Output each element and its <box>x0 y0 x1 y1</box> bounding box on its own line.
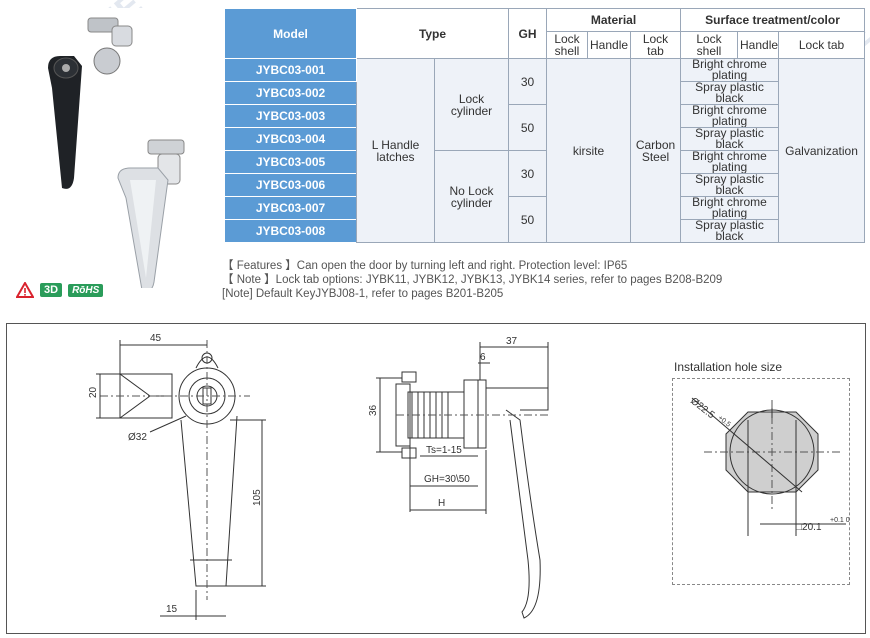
dim-20: 20 <box>88 386 99 398</box>
header-lock-tab: Lock tab <box>629 31 682 59</box>
notes: 【 Features 】Can open the door by turning… <box>222 259 722 301</box>
type-no-lock-cylinder: No Lock cylinder <box>434 150 509 243</box>
finish-cell: Bright chrome plating <box>680 104 780 128</box>
model-cell: JYBC03-004 <box>224 127 357 151</box>
hole-square: □20.1 <box>796 522 822 533</box>
dim-ts: Ts=1-15 <box>426 445 462 456</box>
installation-hole-title: Installation hole size <box>674 360 783 374</box>
technical-drawing <box>6 323 866 634</box>
dim-45: 45 <box>150 333 162 344</box>
finish-cell: Spray plastic black <box>680 81 780 105</box>
material-shell: kirsite <box>546 58 631 243</box>
certification-badges: 3D RōHS <box>16 282 104 298</box>
hole-diameter: Ø22.5 <box>688 396 717 422</box>
finish-cell: Spray plastic black <box>680 173 780 197</box>
header-handle-finish: Handle <box>737 31 780 59</box>
model-cell: JYBC03-007 <box>224 196 357 220</box>
dim-6: 6 <box>480 352 486 363</box>
header-lock-shell-finish: Lock shell <box>680 31 739 59</box>
installation-hole-box <box>672 378 850 585</box>
model-cell: JYBC03-008 <box>224 219 357 243</box>
finish-cell: Spray plastic black <box>680 127 780 151</box>
finish-cell: Bright chrome plating <box>680 150 780 174</box>
rohs-badge: RōHS <box>68 283 104 297</box>
dim-gh: GH=30\50 <box>424 474 470 485</box>
gh-cell: 50 <box>508 104 547 151</box>
finish-cell: Spray plastic black <box>680 219 780 243</box>
lock-tab-finish: Galvanization <box>778 58 866 243</box>
header-handle: Handle <box>587 31 631 59</box>
lock-tab-note: 【 Note 】Lock tab options: JYBK11, JYBK12… <box>222 274 723 286</box>
header-surface: Surface treatment/color <box>680 8 866 32</box>
gh-cell: 30 <box>508 58 547 105</box>
model-cell: JYBC03-002 <box>224 81 357 105</box>
gh-cell: 50 <box>508 196 547 243</box>
dim-36: 36 <box>368 404 379 416</box>
gh-cell: 30 <box>508 150 547 197</box>
dim-37: 37 <box>506 336 518 347</box>
header-gh: GH <box>508 8 547 59</box>
chrome-handle-image <box>117 139 185 292</box>
hole-square-tolerance: +0.1 0 <box>830 517 850 524</box>
features-note: 【 Features 】Can open the door by turning… <box>222 260 628 272</box>
header-lock-tab-finish: Lock tab <box>778 31 866 59</box>
dim-32: Ø32 <box>128 432 147 443</box>
header-lock-shell: Lock shell <box>546 31 588 59</box>
model-cell: JYBC03-005 <box>224 150 357 174</box>
header-material: Material <box>545 8 682 32</box>
type-lock-cylinder: Lock cylinder <box>434 58 509 151</box>
hole-diameter-tolerance: +0.5 <box>716 415 731 429</box>
dim-105: 105 <box>252 489 263 506</box>
material-tab: Carbon Steel <box>629 58 682 243</box>
3d-badge: 3D <box>40 283 63 297</box>
type-main: L Handle latches <box>356 58 435 243</box>
finish-cell: Bright chrome plating <box>680 196 780 220</box>
key-note: [Note] Default KeyJYBJ08-1, refer to pag… <box>222 288 504 300</box>
spec-table: Model Type GH Material Surface treatment… <box>224 8 866 243</box>
dim-15: 15 <box>166 604 178 615</box>
product-photo <box>8 8 210 303</box>
header-type: Type <box>356 8 509 59</box>
warning-icon <box>16 282 34 298</box>
black-handle-image <box>48 17 133 189</box>
dim-h: H <box>438 498 445 509</box>
